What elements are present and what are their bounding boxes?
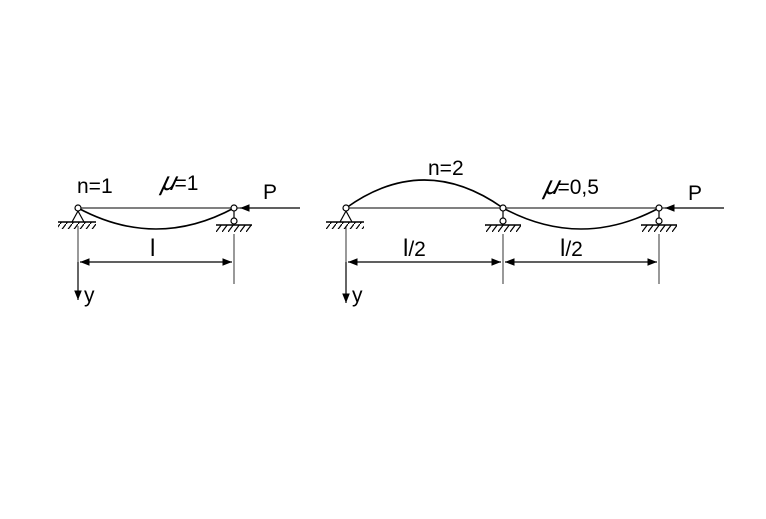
left-mu-symbol: 𝜇 [158,167,179,196]
right-mu-symbol: 𝜇 [541,171,562,200]
left-buckled-shape [77,207,235,230]
left-mode-label: n=1 [77,175,113,198]
left-axis-label: y [84,284,95,307]
right-mu-label: 𝜇=0,5 [541,171,599,200]
right-buckled-shape-lower [502,207,660,230]
right-buckled-shape-upper [345,179,504,209]
right-mode-label: n=2 [428,157,464,180]
right-middle-roller-support [485,204,521,232]
right-end-roller-support [641,204,677,232]
right-force-label: P [688,182,702,205]
left-mu-value: =1 [174,172,198,195]
left-diagram: n=1 𝜇=1 P l y [58,167,300,307]
left-roller-support [216,204,252,232]
right-pin-support [326,204,364,229]
right-diagram: n=2 𝜇=0,5 P l/2 l/2 y [326,157,724,307]
right-axis-label: y [352,284,363,307]
right-span-label-left: l/2 [403,235,426,262]
right-span-label-right: l/2 [560,235,583,262]
left-force-label: P [263,181,277,204]
left-pin-support [58,204,96,229]
right-mu-value: =0,5 [557,176,598,199]
left-mu-label: 𝜇=1 [158,167,198,196]
left-span-label: l [150,235,155,262]
